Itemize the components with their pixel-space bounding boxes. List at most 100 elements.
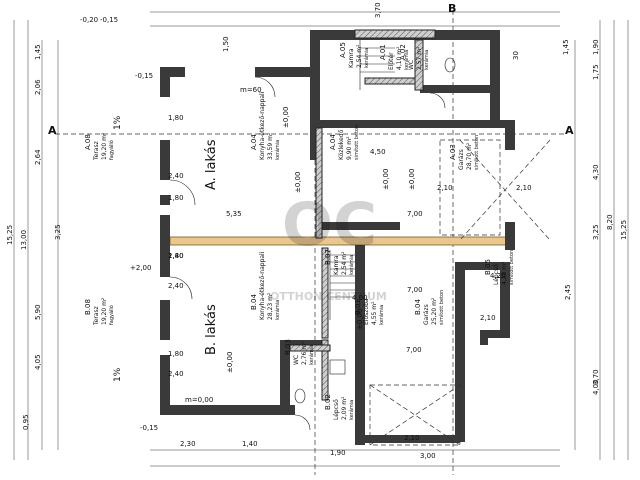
dimension-left: 2,06 [34, 79, 42, 95]
room-area: 2,76 m² [301, 341, 308, 365]
room-area: 2,54 m² [341, 251, 348, 275]
level-mark: m=60 [240, 86, 262, 94]
dimension-left: 3,25 [54, 224, 62, 240]
room-area: 4,55 m² [371, 301, 378, 325]
room-code: A.02 [399, 44, 407, 60]
level-mark: ±0,00 [294, 172, 302, 193]
room-area: 4,10 m² [396, 46, 403, 70]
dimension-left: 2,64 [34, 149, 42, 165]
level-mark: m=0,00 [185, 396, 213, 404]
room-floor: simított beton [353, 125, 360, 160]
dimension-left: 13,00 [20, 230, 28, 250]
dimension-top-edge: 30 [512, 51, 520, 60]
dimension-mid: 7,00 [406, 346, 422, 354]
level-mark: -0,15 [140, 424, 158, 432]
dimension-top: 1,80 [168, 114, 184, 122]
dimension-bottom: 2,30 [180, 440, 196, 448]
room-floor: kerámia [348, 255, 355, 275]
section-marker-right: A [565, 124, 574, 137]
dimension-right: 3,25 [592, 224, 600, 240]
room-floor: kerámia [363, 48, 370, 68]
level-mark: ±0,00 [408, 169, 416, 190]
room-area: 28,70 m² [466, 142, 473, 170]
room-name: Kamra [333, 255, 340, 275]
room-code: A.04 [329, 134, 337, 150]
level-texts: ±0,00±0,00±0,00±0,00±0,00±0,00+2,00m=60m… [80, 16, 416, 432]
dimension-top: 4,50 [370, 148, 386, 156]
dimension-top: 2,40 [168, 282, 184, 290]
dimension-top: 2,10 [516, 184, 532, 192]
dimension-bottom: 1,90 [330, 449, 346, 457]
unit-label-b: B. lakás [204, 304, 219, 355]
room-code: A.05 [339, 42, 347, 58]
room-name: Kamra [348, 48, 355, 68]
dimension-right: 2,45 [564, 284, 572, 300]
room-code: B.02 [324, 394, 332, 410]
walls [160, 30, 515, 445]
garage-outlines [369, 139, 551, 446]
section-marker-top: B [448, 2, 456, 15]
slope-mark: 1% [113, 367, 123, 382]
level-mark: -0,20 [80, 16, 98, 24]
room-floor: kerámia [378, 305, 385, 325]
fixtures [294, 57, 456, 404]
room-code: B.03 [284, 339, 292, 355]
dimension-right: 15,25 [620, 220, 628, 240]
dimension-top-edge: 1,45 [562, 39, 570, 55]
room-area: 2,54 m² [356, 44, 363, 68]
room-floor: kerámia [403, 50, 410, 70]
room-name: Lépcső [493, 264, 500, 285]
section-markers: A A B [48, 2, 574, 137]
room-area: 28,23 m² [267, 292, 274, 320]
doors [169, 76, 446, 431]
hatched-walls [289, 29, 436, 401]
level-mark: ±0,00 [282, 107, 290, 128]
room-code: B.04 [250, 294, 258, 310]
level-mark: ±0,00 [356, 309, 364, 330]
dimension-mid: 1,80 [168, 194, 184, 202]
room-code: B.01 [354, 299, 362, 315]
dimension-mid: 4,00 [352, 294, 368, 302]
dimension-mid: 2,40 [168, 252, 184, 260]
room-area: 19,20 m² [101, 297, 108, 325]
room-floor: fagyálló [108, 140, 115, 160]
room-name: Lépcső [333, 399, 340, 420]
dimension-right: 4,00 [592, 379, 600, 395]
room-floor: simított beton [508, 250, 515, 285]
level-mark: ±0,00 [226, 352, 234, 373]
watermark: OC OTTHON CENTRUM [270, 190, 387, 303]
room-name: Előszoba [363, 298, 370, 325]
room-code: B.05 [484, 259, 492, 275]
dimension-right: 1,90 [592, 39, 600, 55]
dimension-left: 4,05 [34, 354, 42, 370]
dimension-mid: 2,40 [168, 370, 184, 378]
dimension-mid: 2,10 [437, 184, 453, 192]
room-name: Konyha-étkező-nappali [259, 91, 266, 160]
level-mark: ±0,00 [382, 169, 390, 190]
room-floor: kerámia [274, 140, 281, 160]
room-floor: simított beton [473, 135, 480, 170]
dimension-mid: 2,10 [480, 314, 496, 322]
section-marker-left: A [48, 124, 57, 137]
dimension-top: 1,80 [168, 252, 184, 260]
room-code: A.01 [379, 44, 387, 60]
room-floor: kerámia [308, 345, 315, 365]
room-area: 9,90 m² [346, 136, 353, 160]
room-name: WC [408, 60, 415, 70]
dimension-mid: 4,20 [490, 272, 506, 280]
level-mark: -0,15 [100, 16, 118, 24]
room-area: 33,59 m² [267, 132, 274, 160]
room-code: B.04 [414, 299, 422, 315]
room-area: 4,20 m² [501, 261, 508, 285]
room-code: A.08 [84, 134, 92, 150]
room-name: Közlekedő [338, 129, 345, 160]
room-code: A.04 [250, 134, 258, 150]
